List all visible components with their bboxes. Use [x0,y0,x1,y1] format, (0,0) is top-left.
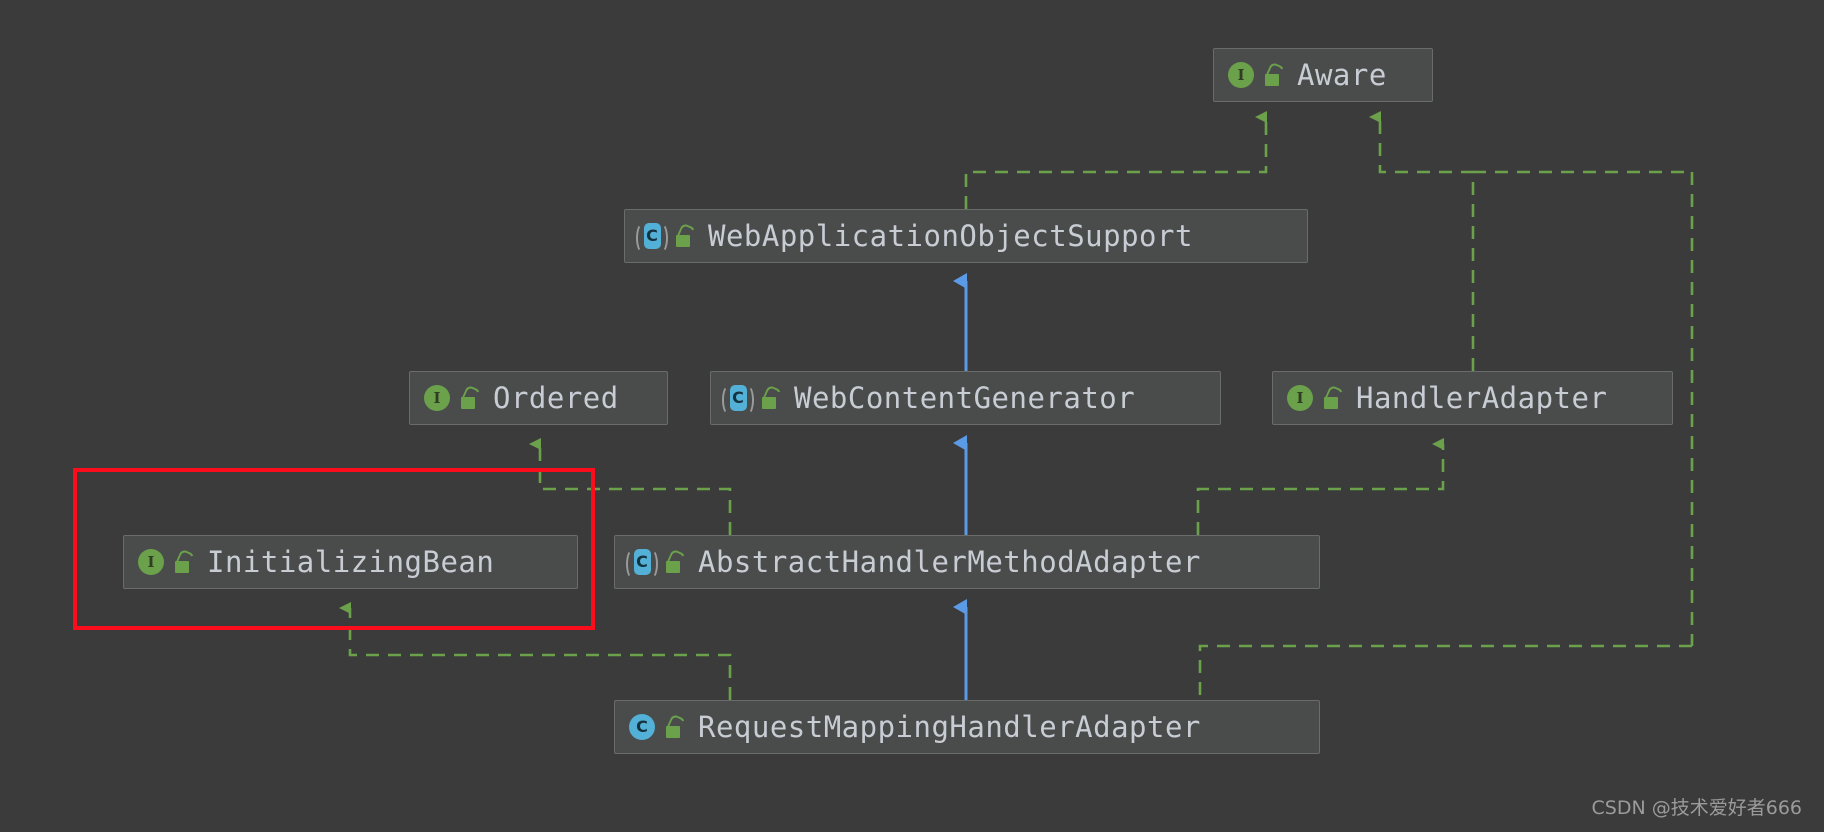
class-node-initializing-bean[interactable]: I InitializingBean [123,535,578,589]
interface-icon: I [136,547,166,577]
abstract-class-icon: C [626,547,658,579]
class-node-label: HandlerAdapter [1356,380,1608,415]
unlocked-padlock-icon [760,384,783,410]
class-node-label: Aware [1297,57,1387,92]
node-icons-abstract-handler-method-adapter: C [626,547,687,579]
node-icons-web-content-generator: C [722,383,783,415]
class-node-abstract-handler-method-adapter[interactable]: C AbstractHandlerMethodAdapter [614,535,1320,589]
class-node-label: WebApplicationObjectSupport [708,218,1193,253]
node-icons-request-mapping-handler-adapter: C [627,712,687,742]
unlocked-padlock-icon [173,548,196,574]
node-icons-web-application-object-support: C [636,221,697,253]
unlocked-padlock-icon [664,548,687,574]
edge-waos-implements-aware [964,111,1268,209]
unlocked-padlock-icon [674,222,697,248]
edge-ahma-implements-handleradapter [1196,438,1445,535]
class-node-ordered[interactable]: I Ordered [409,371,668,425]
class-node-label: Ordered [493,380,619,415]
node-icons-initializing-bean: I [136,547,196,577]
class-node-label: InitializingBean [207,544,495,579]
watermark-text: CSDN @技术爱好者666 [1591,797,1802,819]
abstract-class-icon: C [722,383,754,415]
node-icons-ordered: I [422,383,482,413]
unlocked-padlock-icon [664,713,687,739]
class-node-handler-adapter[interactable]: I HandlerAdapter [1272,371,1673,425]
class-node-label: RequestMappingHandlerAdapter [698,709,1201,744]
node-icons-aware: I [1226,60,1286,90]
edge-handleradapter-implements-aware [1369,111,1692,371]
abstract-class-icon: C [636,221,668,253]
unlocked-padlock-icon [1322,384,1345,410]
class-icon: C [627,712,657,742]
class-node-label: AbstractHandlerMethodAdapter [698,544,1201,579]
class-node-request-mapping-handler-adapter[interactable]: C RequestMappingHandlerAdapter [614,700,1320,754]
class-node-aware[interactable]: I Aware [1213,48,1433,102]
class-node-web-application-object-support[interactable]: C WebApplicationObjectSupport [624,209,1308,263]
unlocked-padlock-icon [1263,61,1286,87]
annotation-highlight-rectangle [73,468,595,630]
interface-icon: I [1285,383,1315,413]
class-node-web-content-generator[interactable]: C WebContentGenerator [710,371,1221,425]
class-node-label: WebContentGenerator [794,380,1136,415]
node-icons-handler-adapter: I [1285,383,1345,413]
interface-icon: I [1226,60,1256,90]
interface-icon: I [422,383,452,413]
unlocked-padlock-icon [459,384,482,410]
